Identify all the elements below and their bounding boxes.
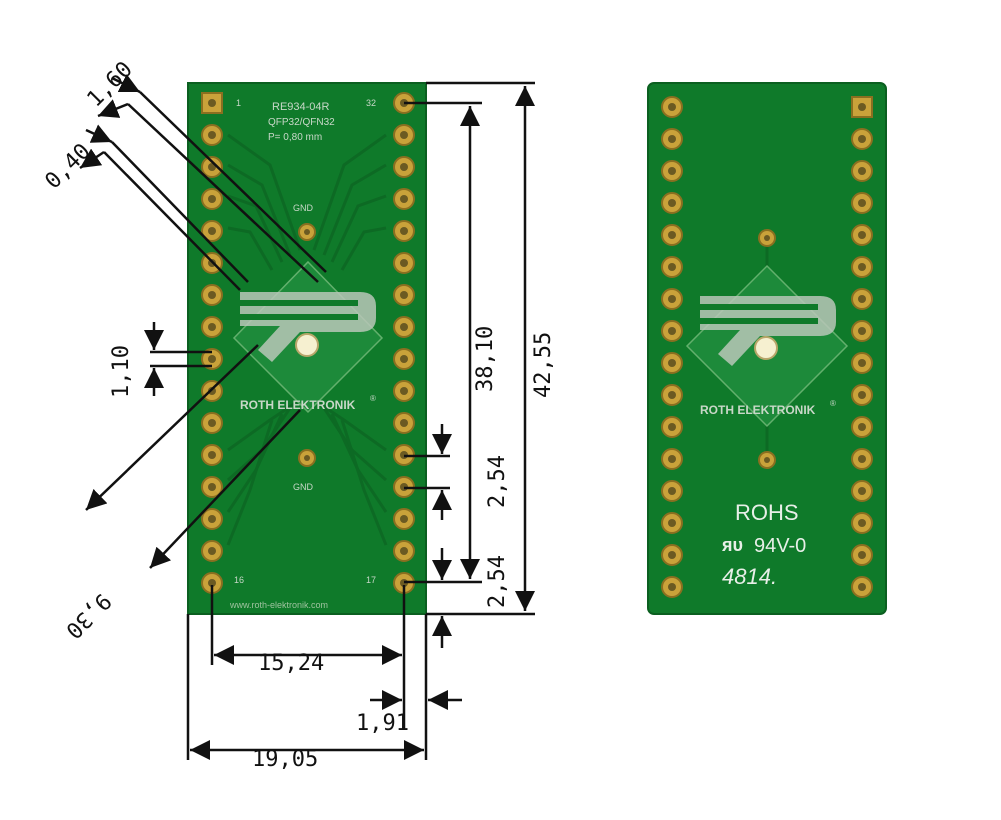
pin-pad-hole <box>668 519 676 527</box>
pin-pad-hole <box>858 199 866 207</box>
dim-15-24: 15,24 <box>258 651 324 676</box>
back-rohs-label: ROHS <box>735 500 799 525</box>
pin-pad-hole <box>400 515 408 523</box>
front-center-via <box>295 333 319 357</box>
dim-1-91: 1,91 <box>356 711 409 736</box>
pin-pad-hole <box>668 295 676 303</box>
pin-pad-hole <box>208 195 216 203</box>
pin-pad-hole <box>208 323 216 331</box>
pin-pad-hole <box>400 131 408 139</box>
pin-pad-hole <box>858 231 866 239</box>
pin-pad-hole <box>858 391 866 399</box>
back-board: ROTH ELEKTRONIK ® ROHS ᴙᴜ 94V-0 4814. <box>647 82 887 615</box>
back-brand-label: ROTH ELEKTRONIK <box>700 403 816 417</box>
pin-pad-hole <box>208 515 216 523</box>
dim-38-10: 38,10 <box>473 326 498 392</box>
pin-pad-hole <box>400 227 408 235</box>
pin-pad-hole <box>400 195 408 203</box>
front-pin-32-label: 32 <box>366 98 376 108</box>
front-gnd-bottom-label: GND <box>293 482 314 492</box>
pin-pad-hole <box>668 583 676 591</box>
dimension-lines <box>79 74 535 760</box>
pin-pad-hole <box>208 483 216 491</box>
pin-pad-hole <box>858 551 866 559</box>
front-brand-label: ROTH ELEKTRONIK <box>240 398 356 412</box>
dim-0-40: 0,40 <box>41 139 96 194</box>
back-pin-pads <box>661 96 873 598</box>
pin-pad-hole <box>668 391 676 399</box>
front-pitch-label: P= 0,80 mm <box>268 132 322 143</box>
back-date-code: 4814. <box>722 564 777 589</box>
pin-pad-hole <box>858 167 866 175</box>
front-pin-16-label: 16 <box>234 575 244 585</box>
pin-pad-hole <box>400 387 408 395</box>
pin-pad-hole <box>668 231 676 239</box>
pin-pad-hole <box>208 547 216 555</box>
pin-pad-hole <box>208 419 216 427</box>
pin-pad-hole <box>400 355 408 363</box>
pin-pad-hole <box>858 423 866 431</box>
front-gnd-pad-bottom-hole <box>304 455 310 461</box>
front-board: RE934-04R QFP32/QFN32 P= 0,80 mm 1 32 16… <box>187 82 427 615</box>
dim-9-30: 9,30 <box>60 588 115 643</box>
pin-pad-hole <box>858 135 866 143</box>
pin-pad-hole <box>400 547 408 555</box>
pin-pad-hole <box>668 135 676 143</box>
pin-pad-hole <box>208 355 216 363</box>
pin-pad-hole <box>858 487 866 495</box>
pin-pad-hole <box>400 291 408 299</box>
front-url-label: www.roth-elektronik.com <box>229 600 328 610</box>
pin-pad-hole <box>208 291 216 299</box>
pin-pad-hole <box>400 323 408 331</box>
pin-pad-hole <box>668 263 676 271</box>
pin-pad-hole <box>858 263 866 271</box>
pin-pad-hole <box>668 487 676 495</box>
back-flammability-label: 94V-0 <box>754 535 806 557</box>
pin-pad-hole <box>668 423 676 431</box>
pin-pad-hole <box>858 583 866 591</box>
pin-pad-hole <box>668 199 676 207</box>
pin-pad-hole <box>668 167 676 175</box>
dim-2-54-offset: 2,54 <box>485 555 510 608</box>
front-registered-mark: ® <box>370 394 376 403</box>
pin-pad-hole <box>668 551 676 559</box>
pin-pad-hole <box>668 455 676 463</box>
dim-42-55: 42,55 <box>531 332 556 398</box>
front-package-label: QFP32/QFN32 <box>268 117 335 128</box>
pin-pad-hole <box>668 103 676 111</box>
back-ul-mark: ᴙᴜ <box>721 535 743 555</box>
pin-pad-hole <box>208 131 216 139</box>
front-logo <box>240 292 376 362</box>
front-gnd-pad-top-hole <box>304 229 310 235</box>
back-center-via <box>754 336 778 360</box>
pin-pad-hole <box>858 455 866 463</box>
front-part-number: RE934-04R <box>272 101 330 113</box>
pin-pad-hole <box>208 579 216 587</box>
pin-pad-hole <box>668 327 676 335</box>
back-registered-mark: ® <box>830 399 836 408</box>
dim-1-10: 1,10 <box>109 345 134 398</box>
pin-pad-hole <box>400 419 408 427</box>
pin-pad-hole <box>208 227 216 235</box>
pin-pad-hole <box>858 519 866 527</box>
pin-pad-hole <box>208 99 216 107</box>
front-pin-17-label: 17 <box>366 575 376 585</box>
pin-pad-hole <box>208 387 216 395</box>
pin-pad-hole <box>668 359 676 367</box>
dim-2-54-pitch: 2,54 <box>485 455 510 508</box>
back-gnd-pad-top-hole <box>764 235 770 241</box>
pin-pad-hole <box>858 327 866 335</box>
front-gnd-top-label: GND <box>293 203 314 213</box>
back-logo <box>700 296 836 366</box>
pin-pad-hole <box>858 295 866 303</box>
pin-pad-hole <box>400 163 408 171</box>
pin-pad-hole <box>858 103 866 111</box>
pin-pad-hole <box>400 259 408 267</box>
back-gnd-pad-bottom-hole <box>764 457 770 463</box>
dim-19-05: 19,05 <box>252 747 318 772</box>
front-pin-1-label: 1 <box>236 98 241 108</box>
pin-pad-hole <box>208 451 216 459</box>
pin-pad-hole <box>858 359 866 367</box>
